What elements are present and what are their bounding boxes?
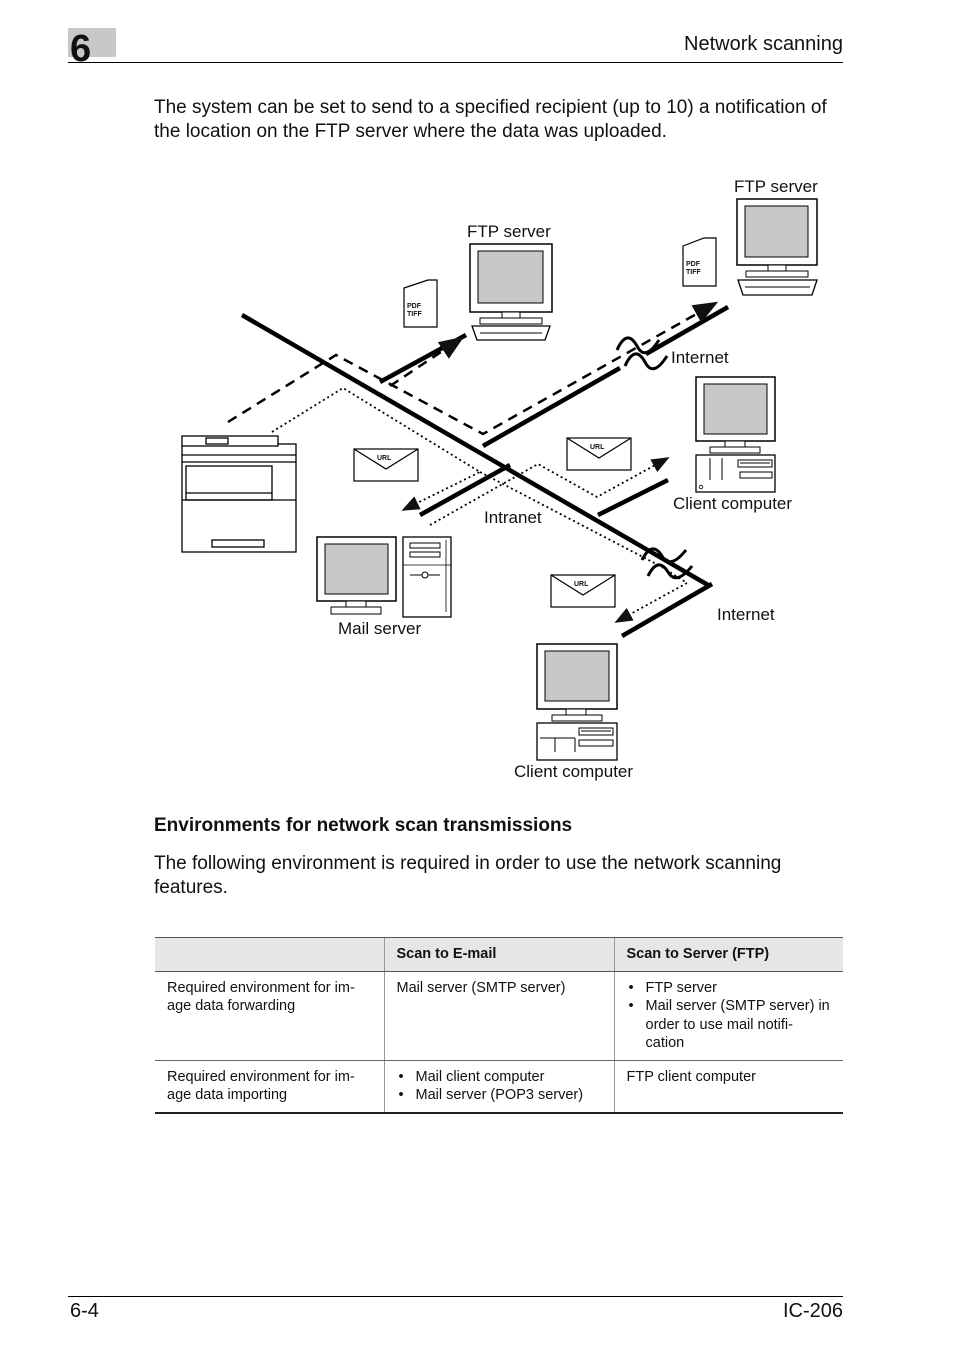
- header-rule: [68, 62, 843, 63]
- ftp-server-left-icon: [469, 243, 553, 341]
- network-lines: [240, 305, 730, 638]
- chapter-number: 6: [70, 28, 92, 70]
- mail-server-icon: [316, 536, 452, 618]
- table-cell-email: Mail server (SMTP server): [383, 971, 614, 1061]
- envelope-icon: URL: [353, 448, 419, 482]
- label-mail-server: Mail server: [338, 619, 421, 638]
- label-client-computer-right: Client computer: [673, 494, 792, 513]
- table-cell-label: Required environment for im-age data imp…: [155, 1060, 384, 1114]
- svg-text:URL: URL: [377, 455, 392, 462]
- svg-text:URL: URL: [590, 444, 605, 451]
- document-icon: PDF TIFF: [403, 279, 438, 328]
- internet-break-bottom: [640, 547, 694, 580]
- svg-text:PDF: PDF: [686, 261, 701, 268]
- table-header-row: Scan to E-mail Scan to Server (FTP): [155, 937, 843, 972]
- svg-text:TIFF: TIFF: [686, 269, 701, 276]
- network-diagram: FTP server FTP server PDF TIFF PDF TIFF …: [181, 177, 818, 781]
- running-header-title: Network scanning: [684, 33, 843, 55]
- list-item: Mail server (POP3 server): [399, 1086, 602, 1105]
- label-ftp-server-left: FTP server: [467, 222, 551, 241]
- environment-table: Scan to E-mail Scan to Server (FTP) Requ…: [155, 937, 843, 1114]
- model-name: IC-206: [782, 1300, 843, 1322]
- section-paragraph: The following environment is required in…: [154, 853, 782, 898]
- chapter-tab: [68, 28, 116, 57]
- ftp-data-path: [227, 301, 719, 436]
- envelope-icon: URL: [550, 574, 616, 608]
- svg-text:TIFF: TIFF: [407, 311, 422, 318]
- page-number: 6-4: [70, 1300, 99, 1322]
- client-computer-bottom-icon: [536, 643, 618, 761]
- label-internet-top: Internet: [671, 348, 729, 367]
- table-cell-label: Required environment for im-age data for…: [155, 971, 384, 1061]
- list-item: Mail client computer: [399, 1068, 602, 1087]
- label-internet-bottom: Internet: [717, 605, 775, 624]
- client-computer-right-icon: [695, 376, 776, 493]
- list-item: Mail server (SMTP server) in order to us…: [629, 997, 832, 1053]
- table-header-cell: Scan to Server (FTP): [613, 937, 843, 972]
- svg-text:PDF: PDF: [407, 303, 422, 310]
- label-client-computer-bottom: Client computer: [514, 762, 633, 781]
- table-cell-ftp: FTP server Mail server (SMTP server) in …: [613, 971, 843, 1061]
- notification-paths: [271, 386, 689, 623]
- svg-text:URL: URL: [574, 581, 589, 588]
- footer-rule: [68, 1296, 843, 1297]
- table-cell-ftp: FTP client computer: [613, 1060, 843, 1114]
- internet-break-top: [615, 336, 669, 371]
- document-icon: PDF TIFF: [682, 237, 717, 287]
- envelope-icon: URL: [566, 437, 632, 471]
- label-intranet: Intranet: [484, 508, 542, 527]
- ftp-server-right-icon: [736, 198, 818, 296]
- table-header-cell: Scan to E-mail: [383, 937, 614, 972]
- scanner-icon: [181, 435, 297, 553]
- table-header-cell: [155, 937, 384, 972]
- intro-paragraph: The system can be set to send to a speci…: [154, 97, 827, 142]
- table-row: Required environment for im-age data for…: [155, 971, 843, 1061]
- table-row: Required environment for im-age data imp…: [155, 1060, 843, 1114]
- label-ftp-server-right: FTP server: [734, 177, 818, 196]
- table-cell-email: Mail client computer Mail server (POP3 s…: [383, 1060, 614, 1114]
- list-item: FTP server: [629, 979, 832, 998]
- section-heading: Environments for network scan transmissi…: [154, 815, 573, 836]
